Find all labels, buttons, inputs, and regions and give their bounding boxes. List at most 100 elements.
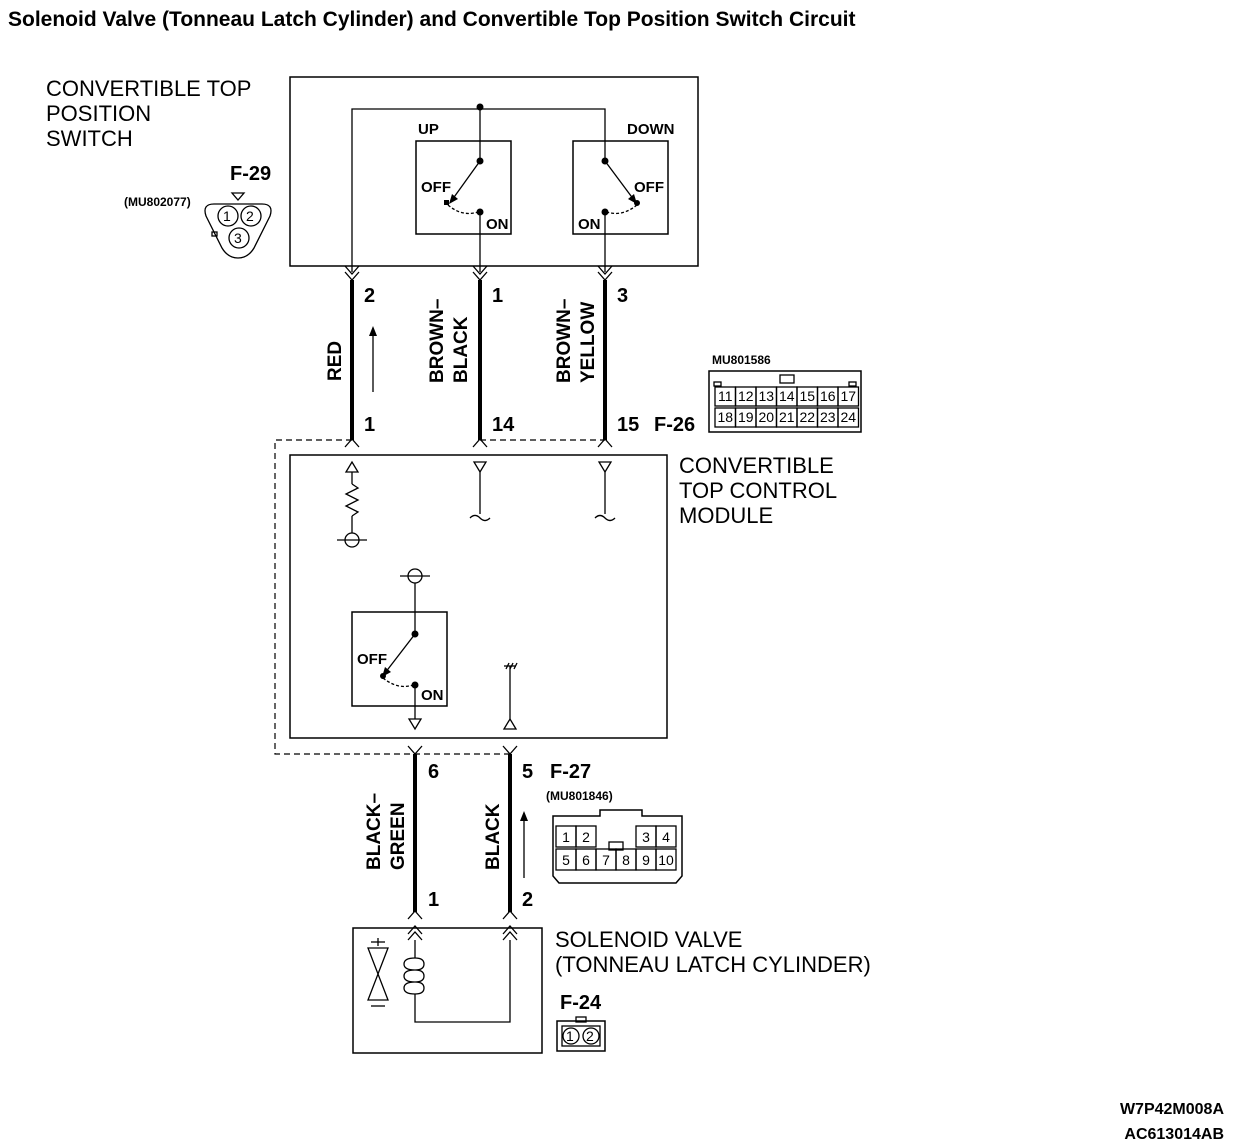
f27-row1-cell <box>575 825 597 848</box>
wire-brown-yellow: 3 15 BROWN– YELLOW <box>554 265 639 448</box>
f26-row2-pin-label: 23 <box>820 409 836 425</box>
wire-brown-yellow-color-1: BROWN– <box>554 299 575 383</box>
up-label: UP <box>418 121 439 138</box>
switch-name-line-2: POSITION <box>46 101 151 126</box>
f26-row2-pin-label: 24 <box>840 409 856 425</box>
f27-row2-pin-label: 10 <box>658 852 674 868</box>
solenoid-label: SOLENOID VALVE (TONNEAU LATCH CYLINDER) <box>555 927 871 977</box>
connector-f27-part: (MU801846) <box>546 789 613 803</box>
wire-black-bottom-pin: 2 <box>522 889 533 911</box>
wire-black-green-bottom-pin: 1 <box>428 889 439 911</box>
solenoid-name-line-1: SOLENOID VALVE <box>555 927 742 952</box>
f29-pin-3: 3 <box>234 230 242 246</box>
wire-black-green-top-pin: 6 <box>428 761 439 783</box>
down-label: DOWN <box>627 121 675 138</box>
connector-f26-label: F-26 <box>654 414 695 436</box>
switch-label: CONVERTIBLE TOP POSITION SWITCH <box>46 76 251 151</box>
wire-brown-black-color-2: BLACK <box>451 316 472 383</box>
down-on-label: ON <box>578 216 601 233</box>
f26-row1-cell <box>837 386 860 407</box>
wire-brown-yellow-bottom-pin: 15 <box>617 414 639 436</box>
module-box <box>289 454 668 739</box>
connector-f29-label: F-29 <box>230 163 271 185</box>
footer-code-1: W7P42M008A <box>1120 1101 1224 1118</box>
wire-brown-yellow-color-2: YELLOW <box>578 302 599 383</box>
f24-pin-2: 2 <box>586 1028 594 1044</box>
f27-row2-pin-label: 5 <box>562 852 570 868</box>
module-dashed-outline <box>274 439 510 755</box>
wire-black-green-color-2: GREEN <box>388 802 409 870</box>
wire-red: 2 1 RED <box>325 265 377 448</box>
solenoid-box <box>352 927 543 1054</box>
f27-row1-pin-label: 2 <box>582 829 590 845</box>
f27-row2-cell <box>655 848 677 871</box>
module-name-line-1: CONVERTIBLE <box>679 453 834 478</box>
f29-pin-1: 1 <box>223 208 231 224</box>
f27-row2-pin-label: 6 <box>582 852 590 868</box>
connector-f29-part: (MU802077) <box>124 195 191 209</box>
switch-box <box>289 76 699 267</box>
wire-red-top-pin: 2 <box>364 285 375 307</box>
switch-common-bus <box>351 108 606 272</box>
module-internal-switch: OFF ON <box>351 568 448 731</box>
module-name-line-2: TOP CONTROL <box>679 478 837 503</box>
f27-row2-pin-label: 8 <box>622 852 630 868</box>
wire-black: 5 2 BLACK <box>483 745 533 920</box>
module-name-line-3: MODULE <box>679 503 773 528</box>
module-label: CONVERTIBLE TOP CONTROL MODULE <box>679 453 837 528</box>
wire-black-green: 6 1 BLACK– GREEN <box>364 745 439 920</box>
up-off-label: OFF <box>421 179 451 196</box>
module-ground-input <box>502 662 518 730</box>
switch-name-line-1: CONVERTIBLE TOP <box>46 76 251 101</box>
f27-row1-pin-label: 1 <box>562 829 570 845</box>
wire-black-green-color-1: BLACK– <box>364 793 385 870</box>
f26-row1-pin-label: 16 <box>820 388 836 404</box>
f26-row1-pin-label: 17 <box>840 388 856 404</box>
f29-pin-2: 2 <box>246 208 254 224</box>
connector-f26-part: MU801586 <box>712 353 771 367</box>
module-switch-off-label: OFF <box>357 651 387 668</box>
module-input-15 <box>594 461 616 522</box>
solenoid-valve-icon <box>367 938 389 1007</box>
module-input-resistor <box>337 460 367 548</box>
wire-brown-black-bottom-pin: 14 <box>492 414 515 436</box>
f26-row1-pin-label: 12 <box>738 388 754 404</box>
f27-row1b-pin-label: 4 <box>662 829 670 845</box>
up-switch-box <box>415 140 512 235</box>
f26-row1-pin-label: 14 <box>779 388 795 404</box>
f26-row2-cell <box>837 407 860 428</box>
switch-name-line-3: SWITCH <box>46 126 133 151</box>
f26-row2-pin-label: 20 <box>758 409 774 425</box>
f27-row2-pin-label: 7 <box>602 852 610 868</box>
connector-f24-face: 1 2 <box>556 1016 606 1052</box>
f27-row2-pin-label: 9 <box>642 852 650 868</box>
wire-red-bottom-pin: 1 <box>364 414 375 436</box>
connector-f27-label: F-27 <box>550 761 591 783</box>
connector-f29-face: 1 2 3 <box>204 192 272 259</box>
down-switch-box <box>572 140 669 235</box>
f26-row2-pin-label: 19 <box>738 409 754 425</box>
wire-brown-yellow-top-pin: 3 <box>617 285 628 307</box>
wire-brown-black: 1 14 BROWN– BLACK <box>427 265 515 448</box>
f26-row2-pin-label: 21 <box>779 409 795 425</box>
wire-black-color: BLACK <box>483 803 504 870</box>
f27-row1b-pin-label: 3 <box>642 829 650 845</box>
f26-row2-pin-label: 22 <box>799 409 815 425</box>
wire-brown-black-color-1: BROWN– <box>427 299 448 383</box>
diagram-title: Solenoid Valve (Tonneau Latch Cylinder) … <box>8 8 855 31</box>
solenoid-name-line-2: (TONNEAU LATCH CYLINDER) <box>555 952 871 977</box>
module-switch-on-label: ON <box>421 687 444 704</box>
wire-black-top-pin: 5 <box>522 761 533 783</box>
wire-red-color: RED <box>325 341 346 381</box>
f26-row1-pin-label: 15 <box>799 388 815 404</box>
wire-brown-black-top-pin: 1 <box>492 285 503 307</box>
down-off-label: OFF <box>634 179 664 196</box>
f24-pin-1: 1 <box>566 1028 574 1044</box>
f26-row1-pin-label: 11 <box>718 388 733 404</box>
solenoid-internal <box>403 925 518 1023</box>
connector-f24-label: F-24 <box>560 992 602 1014</box>
up-on-label: ON <box>486 216 509 233</box>
